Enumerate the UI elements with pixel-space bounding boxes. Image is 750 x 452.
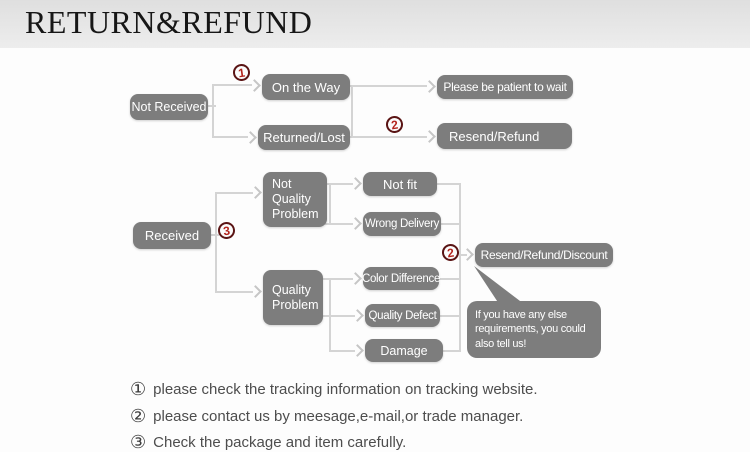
footnote-2-number: ② bbox=[130, 406, 147, 426]
speech-bubble: If you have any else requirements, you c… bbox=[467, 301, 601, 358]
connector-line bbox=[439, 278, 461, 280]
connector-line bbox=[212, 85, 214, 138]
footnote-1-number: ① bbox=[130, 379, 147, 399]
connector-line bbox=[459, 254, 467, 256]
flow-node-resend-refund-discount: Resend/Refund/Discount bbox=[475, 243, 613, 267]
connector-line bbox=[351, 85, 353, 138]
connector-line bbox=[440, 315, 461, 317]
arrow-icon bbox=[349, 177, 362, 190]
step-badge-2-right: 2 bbox=[440, 242, 461, 263]
speech-bubble-tail bbox=[474, 266, 524, 304]
footnote-3: ③ Check the package and item carefully. bbox=[130, 433, 406, 451]
connector-line bbox=[443, 350, 461, 352]
step-badge-1: 1 bbox=[231, 62, 252, 83]
connector-line bbox=[441, 223, 461, 225]
arrow-icon bbox=[461, 248, 474, 261]
flow-node-on-the-way: On the Way bbox=[262, 74, 350, 100]
arrow-icon bbox=[349, 217, 362, 230]
flow-node-resend-refund: Resend/Refund bbox=[437, 123, 572, 149]
connector-line bbox=[209, 234, 219, 236]
flow-node-be-patient: Please be patient to wait bbox=[437, 75, 573, 99]
footnote-2: ② please contact us by meesage,e-mail,or… bbox=[130, 407, 523, 425]
flow-node-color-difference: Color Difference bbox=[362, 267, 440, 290]
flow-node-quality-defect: Quality Defect bbox=[365, 304, 440, 327]
flow-node-damage: Damage bbox=[365, 339, 443, 362]
arrow-icon bbox=[351, 309, 364, 322]
arrow-icon bbox=[249, 186, 262, 199]
connector-line bbox=[325, 183, 353, 185]
arrow-icon bbox=[349, 272, 362, 285]
connector-line bbox=[206, 105, 216, 107]
footnote-3-number: ③ bbox=[130, 432, 147, 452]
connector-line bbox=[215, 192, 253, 194]
arrow-icon bbox=[244, 131, 257, 144]
connector-line bbox=[212, 84, 252, 86]
footnote-3-text: Check the package and item carefully. bbox=[153, 433, 407, 451]
flow-node-returned-lost: Returned/Lost bbox=[258, 125, 350, 150]
connector-line bbox=[437, 183, 461, 185]
page-title: RETURN&REFUND bbox=[25, 4, 313, 40]
footnote-1-text: please check the tracking information on… bbox=[153, 380, 538, 398]
flow-node-quality-problem: Quality Problem bbox=[263, 270, 323, 325]
footnote-2-text: please contact us by meesage,e-mail,or t… bbox=[153, 407, 524, 425]
header-band bbox=[0, 0, 750, 48]
flow-node-wrong-delivery: Wrong Delivery bbox=[363, 212, 441, 236]
connector-line bbox=[323, 315, 355, 317]
connector-line bbox=[215, 192, 217, 293]
arrow-icon bbox=[351, 344, 364, 357]
connector-line bbox=[329, 350, 355, 352]
step-badge-2: 2 bbox=[384, 114, 405, 135]
flow-node-not-quality-problem: Not Quality Problem bbox=[263, 172, 327, 227]
footnote-1: ① please check the tracking information … bbox=[130, 380, 538, 398]
connector-line bbox=[215, 291, 253, 293]
connector-line bbox=[325, 223, 353, 225]
flow-node-not-fit: Not fit bbox=[363, 172, 437, 196]
flow-node-not-received: Not Received bbox=[130, 94, 208, 120]
connector-line bbox=[459, 183, 461, 352]
connector-line bbox=[323, 278, 353, 280]
connector-line bbox=[350, 85, 427, 87]
flow-node-received: Received bbox=[133, 222, 211, 249]
connector-line bbox=[212, 136, 248, 138]
step-badge-3: 3 bbox=[216, 220, 237, 241]
arrow-icon bbox=[423, 80, 436, 93]
arrow-icon bbox=[249, 285, 262, 298]
connector-line bbox=[350, 136, 427, 138]
connector-line bbox=[329, 183, 331, 225]
arrow-icon bbox=[248, 79, 261, 92]
arrow-icon bbox=[423, 130, 436, 143]
